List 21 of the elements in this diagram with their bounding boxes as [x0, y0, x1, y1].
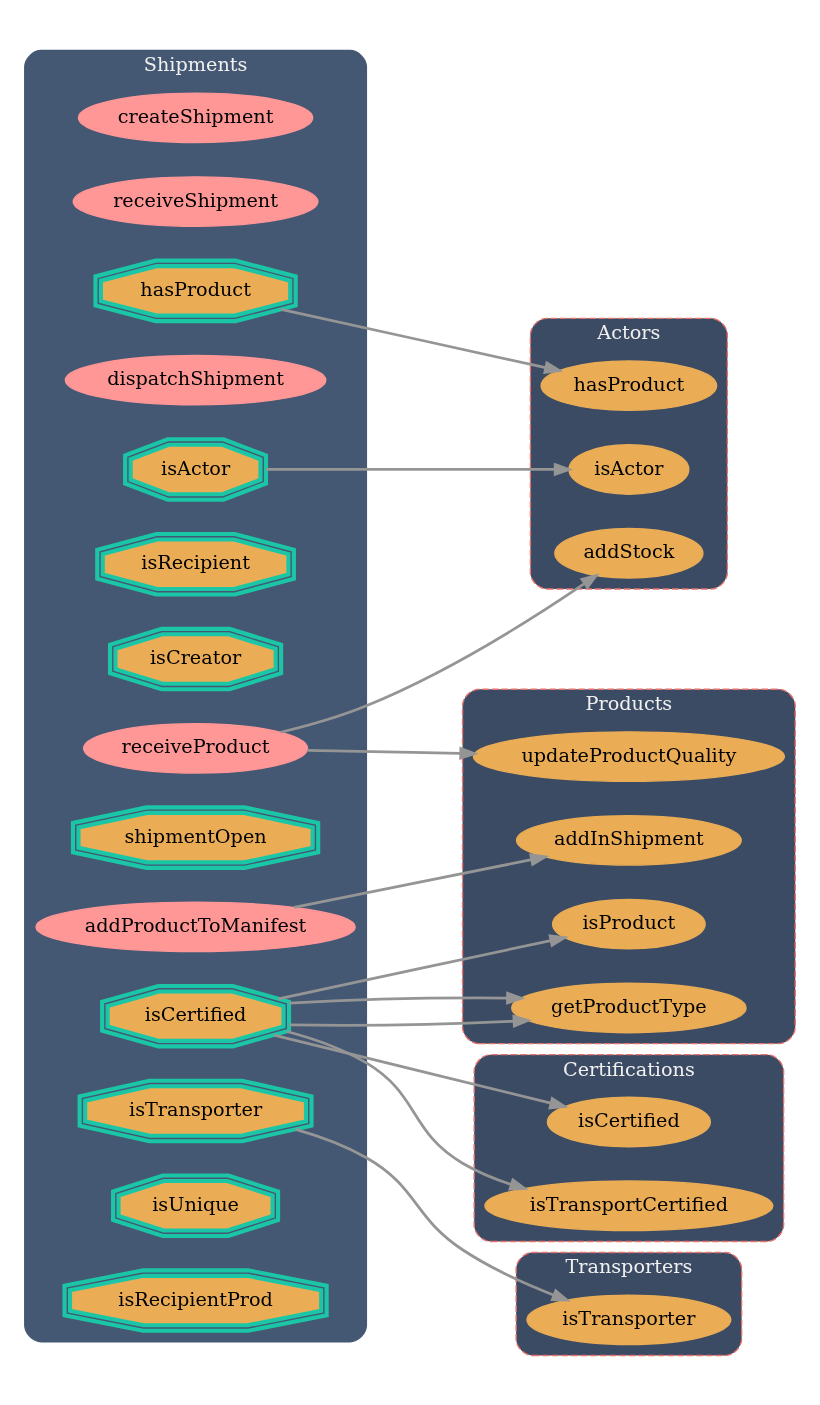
- node-ellipse: isActor: [568, 443, 690, 495]
- node-ellipse: dispatchShipment: [64, 354, 327, 406]
- node-ellipse: updateProductQuality: [472, 730, 786, 782]
- node-ellipse: addStock: [554, 527, 704, 579]
- arrow: [307, 746, 479, 760]
- arrow: [273, 1033, 569, 1109]
- arrow: [280, 572, 600, 734]
- arrow: [286, 1029, 529, 1191]
- node-ellipse: isProduct: [551, 898, 706, 950]
- arrow: [295, 1127, 571, 1302]
- arrow: [278, 933, 569, 1000]
- arrow: [289, 990, 526, 1005]
- node-ellipse: createShipment: [77, 91, 314, 143]
- node-ellipse: receiveProduct: [82, 722, 309, 774]
- arrow: [289, 1014, 532, 1028]
- arrow: [293, 852, 550, 909]
- arrow: [280, 307, 564, 374]
- node-ellipse: isTransporter: [526, 1293, 732, 1345]
- node-ellipse: receiveShipment: [72, 175, 319, 227]
- node-ellipse: addProductToManifest: [35, 901, 356, 952]
- arrow: [266, 462, 574, 476]
